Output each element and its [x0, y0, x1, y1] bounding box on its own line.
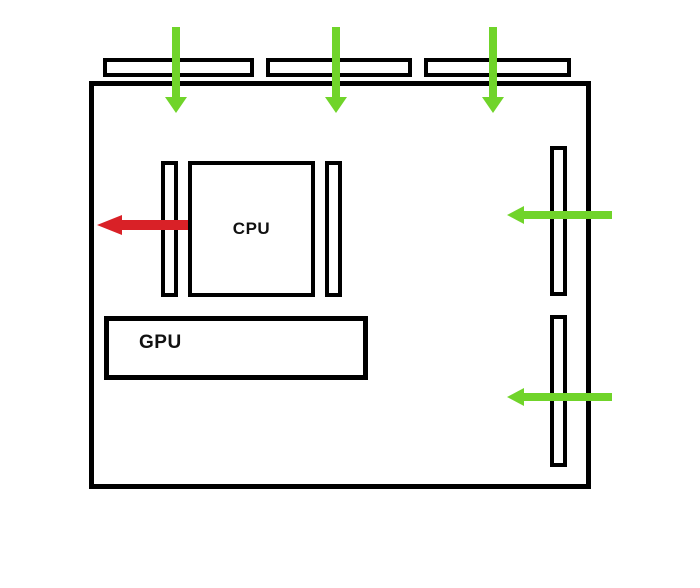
arrow-shaft [489, 27, 497, 97]
right-vent-2 [550, 315, 567, 467]
right-intake-left-arrow-1-icon [507, 206, 612, 224]
arrow-shaft [524, 393, 612, 401]
arrow-head [507, 388, 524, 406]
arrow-shaft [172, 27, 180, 97]
arrow-head [165, 97, 187, 113]
arrow-head [507, 206, 524, 224]
top-intake-down-arrow-3-icon [482, 27, 504, 113]
arrow-shaft [122, 220, 188, 230]
arrow-shaft [332, 27, 340, 97]
top-vent-3 [424, 58, 571, 77]
exhaust-left-arrow-icon [97, 215, 188, 235]
gpu-block: GPU [104, 316, 368, 380]
arrow-head [482, 97, 504, 113]
right-vent-1 [550, 146, 567, 296]
top-intake-down-arrow-1-icon [165, 27, 187, 113]
cpu-label: CPU [232, 219, 271, 238]
gpu-label: GPU [139, 332, 182, 353]
pc-case-outline [89, 81, 591, 489]
top-intake-down-arrow-2-icon [325, 27, 347, 113]
right-intake-left-arrow-2-icon [507, 388, 612, 406]
arrow-shaft [524, 211, 612, 219]
cpu-right-bracket [325, 161, 342, 297]
cpu-block: CPU [188, 161, 315, 297]
arrow-head [97, 215, 122, 235]
arrow-head [325, 97, 347, 113]
